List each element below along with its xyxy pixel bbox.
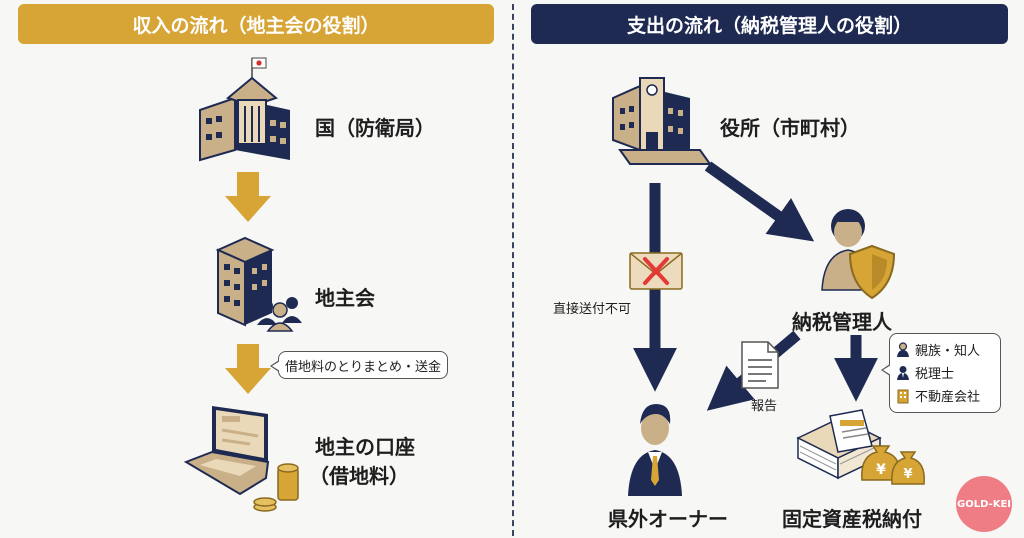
tax-payment-label: 固定資産税納付: [782, 507, 922, 531]
advisor-item-label: 親族・知人: [915, 344, 981, 359]
person-shield-icon: [821, 209, 896, 300]
accountant-icon: [897, 365, 909, 380]
office-building-icon: [897, 389, 909, 403]
bank-account-label: 地主の口座: [315, 435, 415, 459]
no-direct-mail-label: 直接送付不可: [553, 302, 632, 317]
bank-account-sublabel: （借地料）: [309, 464, 409, 488]
association-label: 地主会: [315, 286, 375, 310]
gold-arrow-down-2: [225, 344, 271, 394]
gold-kei-logo: GOLD-KEI: [956, 476, 1012, 532]
advisor-options-bubble: 親族・知人 税理士 不動産会社: [881, 333, 1001, 413]
income-flow-header: 収入の流れ（地主会の役割）: [18, 4, 494, 44]
gold-arrow-down-1: [225, 172, 271, 222]
laptop-bank-coins-icon: [183, 406, 299, 512]
person-icon: [897, 341, 909, 357]
envelope-x-icon: [629, 252, 683, 290]
svg-text:¥: ¥: [903, 467, 912, 482]
arrow-city-to-agent: [704, 161, 815, 242]
document-icon: [741, 341, 779, 389]
office-building-group-icon: [215, 236, 302, 332]
advisor-item-label: 不動産会社: [915, 390, 981, 405]
money-bags-stack-icon: ¥ ¥: [796, 409, 925, 485]
tax-agent-label: 納税管理人: [792, 310, 892, 334]
advisor-item-label: 税理士: [915, 367, 955, 382]
advisor-item-tax-accountant: 税理士: [896, 361, 994, 384]
owner-label: 県外オーナー: [608, 507, 728, 531]
advisor-item-relative: 親族・知人: [896, 338, 994, 361]
section-divider: [512, 4, 514, 536]
city-office-label: 役所（市町村）: [720, 116, 860, 140]
government-building-icon: [199, 57, 290, 162]
city-hall-icon: [612, 77, 712, 165]
aggregation-note-bubble: 借地料のとりまとめ・送金: [270, 351, 448, 379]
businessman-icon: [628, 404, 682, 496]
report-label: 報告: [751, 399, 778, 414]
svg-text:¥: ¥: [876, 462, 886, 478]
advisor-item-real-estate: 不動産会社: [896, 384, 994, 407]
expense-flow-header: 支出の流れ（納税管理人の役割）: [531, 4, 1008, 44]
nation-label: 国（防衛局）: [315, 116, 435, 140]
